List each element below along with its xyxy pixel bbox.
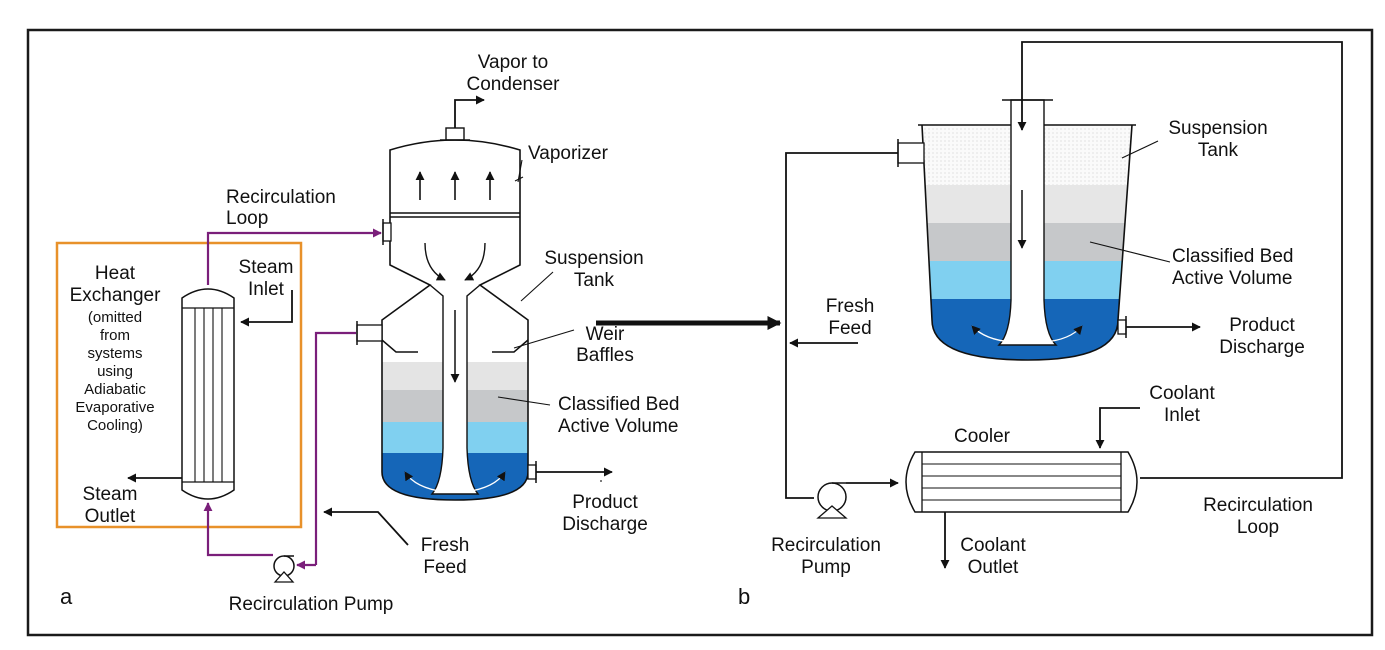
svg-text:Condenser: Condenser xyxy=(467,74,561,95)
svg-text:using: using xyxy=(97,363,133,380)
svg-text:Active Volume: Active Volume xyxy=(1172,268,1292,289)
steam-inlet-label: Steam xyxy=(239,257,294,278)
svg-text:Inlet: Inlet xyxy=(248,279,285,300)
fresh-feed-label-b: Fresh xyxy=(826,296,875,317)
panel-a: Vapor to Condenser Vaporizer Recirculati… xyxy=(55,52,679,615)
svg-text:Loop: Loop xyxy=(1237,517,1279,538)
vapor-label: Vapor to xyxy=(478,52,548,73)
recirculation-pump-a xyxy=(273,555,295,583)
cooler xyxy=(905,451,1138,513)
svg-text:Discharge: Discharge xyxy=(562,514,648,535)
classified-bed-label-b: Classified Bed xyxy=(1172,246,1293,267)
svg-text:Exchanger: Exchanger xyxy=(70,285,162,306)
recirculation-pump-label-b: Recirculation xyxy=(771,535,881,556)
svg-text:Adiabatic: Adiabatic xyxy=(84,381,146,398)
downcomer-pipe-b xyxy=(997,99,1058,346)
downcomer-pipe xyxy=(429,284,481,495)
svg-text:Discharge: Discharge xyxy=(1219,337,1305,358)
svg-text:Cooling): Cooling) xyxy=(87,417,143,434)
vaporizer-label: Vaporizer xyxy=(528,143,609,164)
svg-text:systems: systems xyxy=(87,345,142,362)
recirculation-loop-label-b: Recirculation xyxy=(1203,495,1313,516)
suspension-tank-label-b: Suspension xyxy=(1168,118,1267,139)
panel-letter-b: b xyxy=(738,584,750,609)
product-discharge-label-a: Product xyxy=(572,492,638,513)
recirculation-pump-b xyxy=(816,482,848,519)
heat-exchanger-shell xyxy=(181,288,235,500)
svg-text:(omitted: (omitted xyxy=(88,309,142,326)
suspension-tank-label-a: Suspension xyxy=(544,248,643,269)
svg-text:from: from xyxy=(100,327,130,344)
svg-text:Baffles: Baffles xyxy=(576,345,634,366)
svg-text:Outlet: Outlet xyxy=(968,557,1019,578)
recirculation-line-a xyxy=(206,228,382,285)
svg-text:Evaporative: Evaporative xyxy=(75,399,154,416)
svg-text:Feed: Feed xyxy=(423,557,466,578)
coolant-outlet-label: Coolant xyxy=(960,535,1026,556)
svg-text:Inlet: Inlet xyxy=(1164,405,1201,426)
svg-text:Active Volume: Active Volume xyxy=(558,416,678,437)
cooler-label: Cooler xyxy=(954,426,1011,447)
svg-text:Outlet: Outlet xyxy=(85,506,136,527)
panel-letter-a: a xyxy=(60,584,73,609)
weir-baffles-label: Weir xyxy=(586,324,625,345)
figure-frame xyxy=(26,28,1374,637)
fresh-feed-label-a: Fresh xyxy=(421,535,470,556)
svg-text:Feed: Feed xyxy=(828,318,871,339)
heat-exchanger-box xyxy=(55,241,303,529)
steam-outlet-label: Steam xyxy=(83,484,138,505)
suspension-tank-b xyxy=(921,124,1133,361)
svg-text:Loop: Loop xyxy=(226,208,268,229)
svg-text:Tank: Tank xyxy=(574,270,615,291)
product-discharge-label-b: Product xyxy=(1229,315,1295,336)
recirculation-pump-label-a: Recirculation Pump xyxy=(229,594,394,615)
coolant-inlet-label: Coolant xyxy=(1149,383,1215,404)
heat-exchanger-label: Heat xyxy=(95,263,136,284)
svg-text:Tank: Tank xyxy=(1198,140,1239,161)
svg-text:Pump: Pump xyxy=(801,557,851,578)
panel-b: Suspension Tank Classified Bed Active Vo… xyxy=(738,41,1343,609)
classified-bed-label-a: Classified Bed xyxy=(558,394,679,415)
recirculation-loop-label-a: Recirculation xyxy=(226,187,336,208)
